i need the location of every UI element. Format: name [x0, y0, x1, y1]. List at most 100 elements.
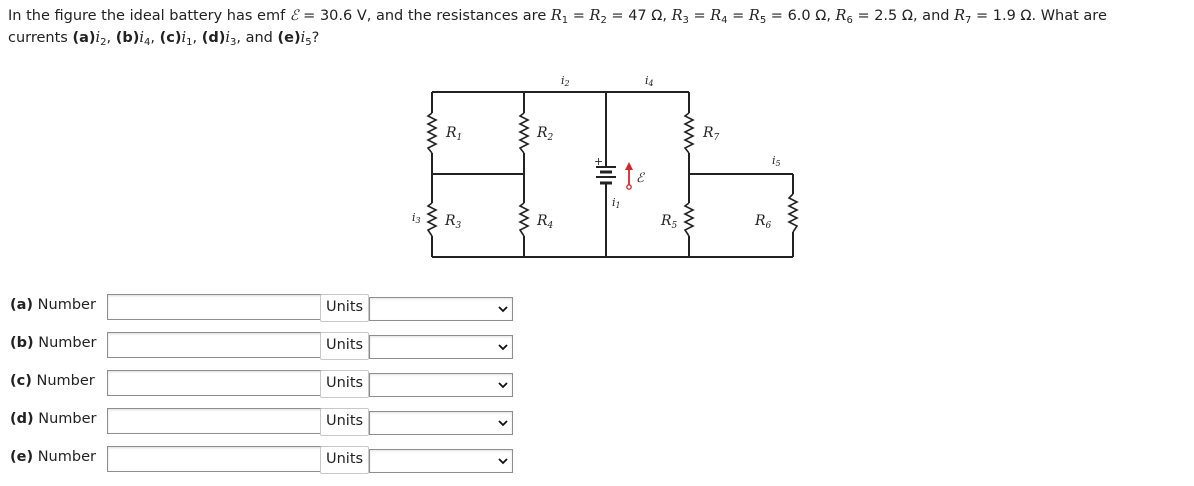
part-label: (a): [72, 30, 96, 46]
label-r7: R7: [702, 125, 720, 143]
question-fragment: currents: [8, 30, 73, 46]
question-fragment: = 6.0 Ω,: [766, 8, 836, 24]
label-i5: i5: [772, 154, 781, 168]
question-fragment: =: [727, 8, 749, 24]
question-fragment: ,: [192, 30, 202, 46]
label-r1: R1: [445, 125, 462, 143]
var-r: R: [835, 8, 847, 24]
chevron-down-icon: [498, 458, 508, 465]
label-i3: i3: [412, 211, 421, 225]
var-sub: 2: [600, 15, 607, 26]
question-fragment: = 2.5 Ω, and: [852, 8, 955, 24]
units-label-box: Units: [320, 408, 369, 436]
var-sub: 6: [846, 15, 853, 26]
units-label: Units: [326, 451, 364, 467]
var-sub: 7: [965, 15, 972, 26]
number-input-c[interactable]: [107, 370, 325, 396]
var-i: i: [225, 30, 231, 46]
emf-symbol: ℰ: [289, 8, 299, 24]
emf-arrow-icon: [625, 162, 633, 190]
label-r3: R3: [444, 213, 462, 231]
var-sub: 3: [682, 15, 689, 26]
var-r: R: [748, 8, 760, 24]
circuit-wires: [431, 91, 794, 258]
var-i: i: [139, 30, 145, 46]
number-input-d[interactable]: [107, 408, 325, 434]
units-select-a[interactable]: [369, 297, 513, 321]
var-i: i: [95, 30, 101, 46]
units-select-d[interactable]: [369, 411, 513, 435]
units-label: Units: [326, 337, 364, 353]
units-select-c[interactable]: [369, 373, 513, 397]
var-sub: 3: [230, 37, 237, 48]
var-r: R: [550, 8, 562, 24]
var-sub: 2: [100, 37, 107, 48]
var-r: R: [710, 8, 722, 24]
var-sub: 5: [305, 37, 312, 48]
question-fragment: In the figure the ideal battery has emf: [8, 8, 290, 24]
question-fragment: =: [688, 8, 711, 24]
number-input-a[interactable]: [107, 294, 325, 320]
question-fragment: =: [568, 8, 590, 24]
var-r: R: [671, 8, 683, 24]
answer-label: (b) Number: [10, 335, 97, 351]
resistors: [426, 112, 799, 237]
number-input-b[interactable]: [107, 332, 325, 358]
units-label: Units: [326, 375, 364, 391]
var-i: i: [300, 30, 306, 46]
var-sub: 4: [721, 15, 728, 26]
var-sub: 1: [186, 37, 193, 48]
var-sub: 1: [561, 15, 569, 26]
chevron-down-icon: [498, 382, 508, 389]
resistor-r6: [787, 193, 799, 233]
units-select-e[interactable]: [369, 449, 513, 473]
part-label: (c): [159, 30, 182, 46]
answer-label: (a) Number: [10, 297, 96, 313]
units-label: Units: [326, 413, 364, 429]
var-r: R: [954, 8, 965, 24]
question-fragment: ?: [311, 30, 320, 46]
question-fragment: ,: [150, 30, 160, 46]
resistor-r4: [518, 202, 530, 237]
part-label: (e): [277, 30, 301, 46]
var-i: i: [181, 30, 187, 46]
answer-label: (d) Number: [10, 411, 97, 427]
resistor-r3: [426, 202, 438, 237]
label-i4: i4: [645, 74, 654, 88]
circuit-figure: + ℰ R1 R2 R7 R3 R4 R5 R6 i2 i4 i1 i3 i5: [410, 66, 830, 266]
units-label-box: Units: [320, 332, 369, 360]
part-label: (d): [201, 30, 226, 46]
var-sub: 5: [759, 15, 767, 26]
battery-plus-label: +: [594, 155, 603, 168]
answer-label: (e) Number: [10, 449, 96, 465]
units-label-box: Units: [320, 446, 369, 474]
question-fragment: = 30.6 V, and the resistances are: [298, 8, 551, 24]
circuit-diagram: + ℰ R1 R2 R7 R3 R4 R5 R6 i2 i4 i1 i3 i5: [412, 74, 799, 258]
question-text: In the figure the ideal battery has emf …: [8, 5, 1188, 49]
var-r: R: [589, 8, 601, 24]
emf-label: ℰ: [636, 171, 645, 186]
units-label: Units: [326, 299, 364, 315]
chevron-down-icon: [498, 420, 508, 427]
units-label-box: Units: [320, 294, 369, 322]
answer-label: (c) Number: [10, 373, 95, 389]
resistor-r5: [683, 202, 695, 237]
chevron-down-icon: [498, 306, 508, 313]
label-r5: R5: [660, 213, 678, 231]
number-input-e[interactable]: [107, 446, 325, 472]
label-i2: i2: [561, 74, 570, 88]
battery-symbol: [596, 166, 616, 185]
resistor-r1: [426, 112, 438, 154]
question-fragment: ,: [106, 30, 116, 46]
part-label: (b): [115, 30, 140, 46]
units-label-box: Units: [320, 370, 369, 398]
label-r2: R2: [536, 125, 554, 143]
label-r4: R4: [536, 213, 554, 231]
question-fragment: = 1.9 Ω. What are: [971, 8, 1107, 24]
resistor-r2: [518, 112, 530, 154]
var-sub: 4: [144, 37, 151, 48]
units-select-b[interactable]: [369, 335, 513, 359]
label-i1: i1: [612, 196, 621, 210]
question-fragment: , and: [236, 30, 278, 46]
label-r6: R6: [754, 213, 772, 231]
